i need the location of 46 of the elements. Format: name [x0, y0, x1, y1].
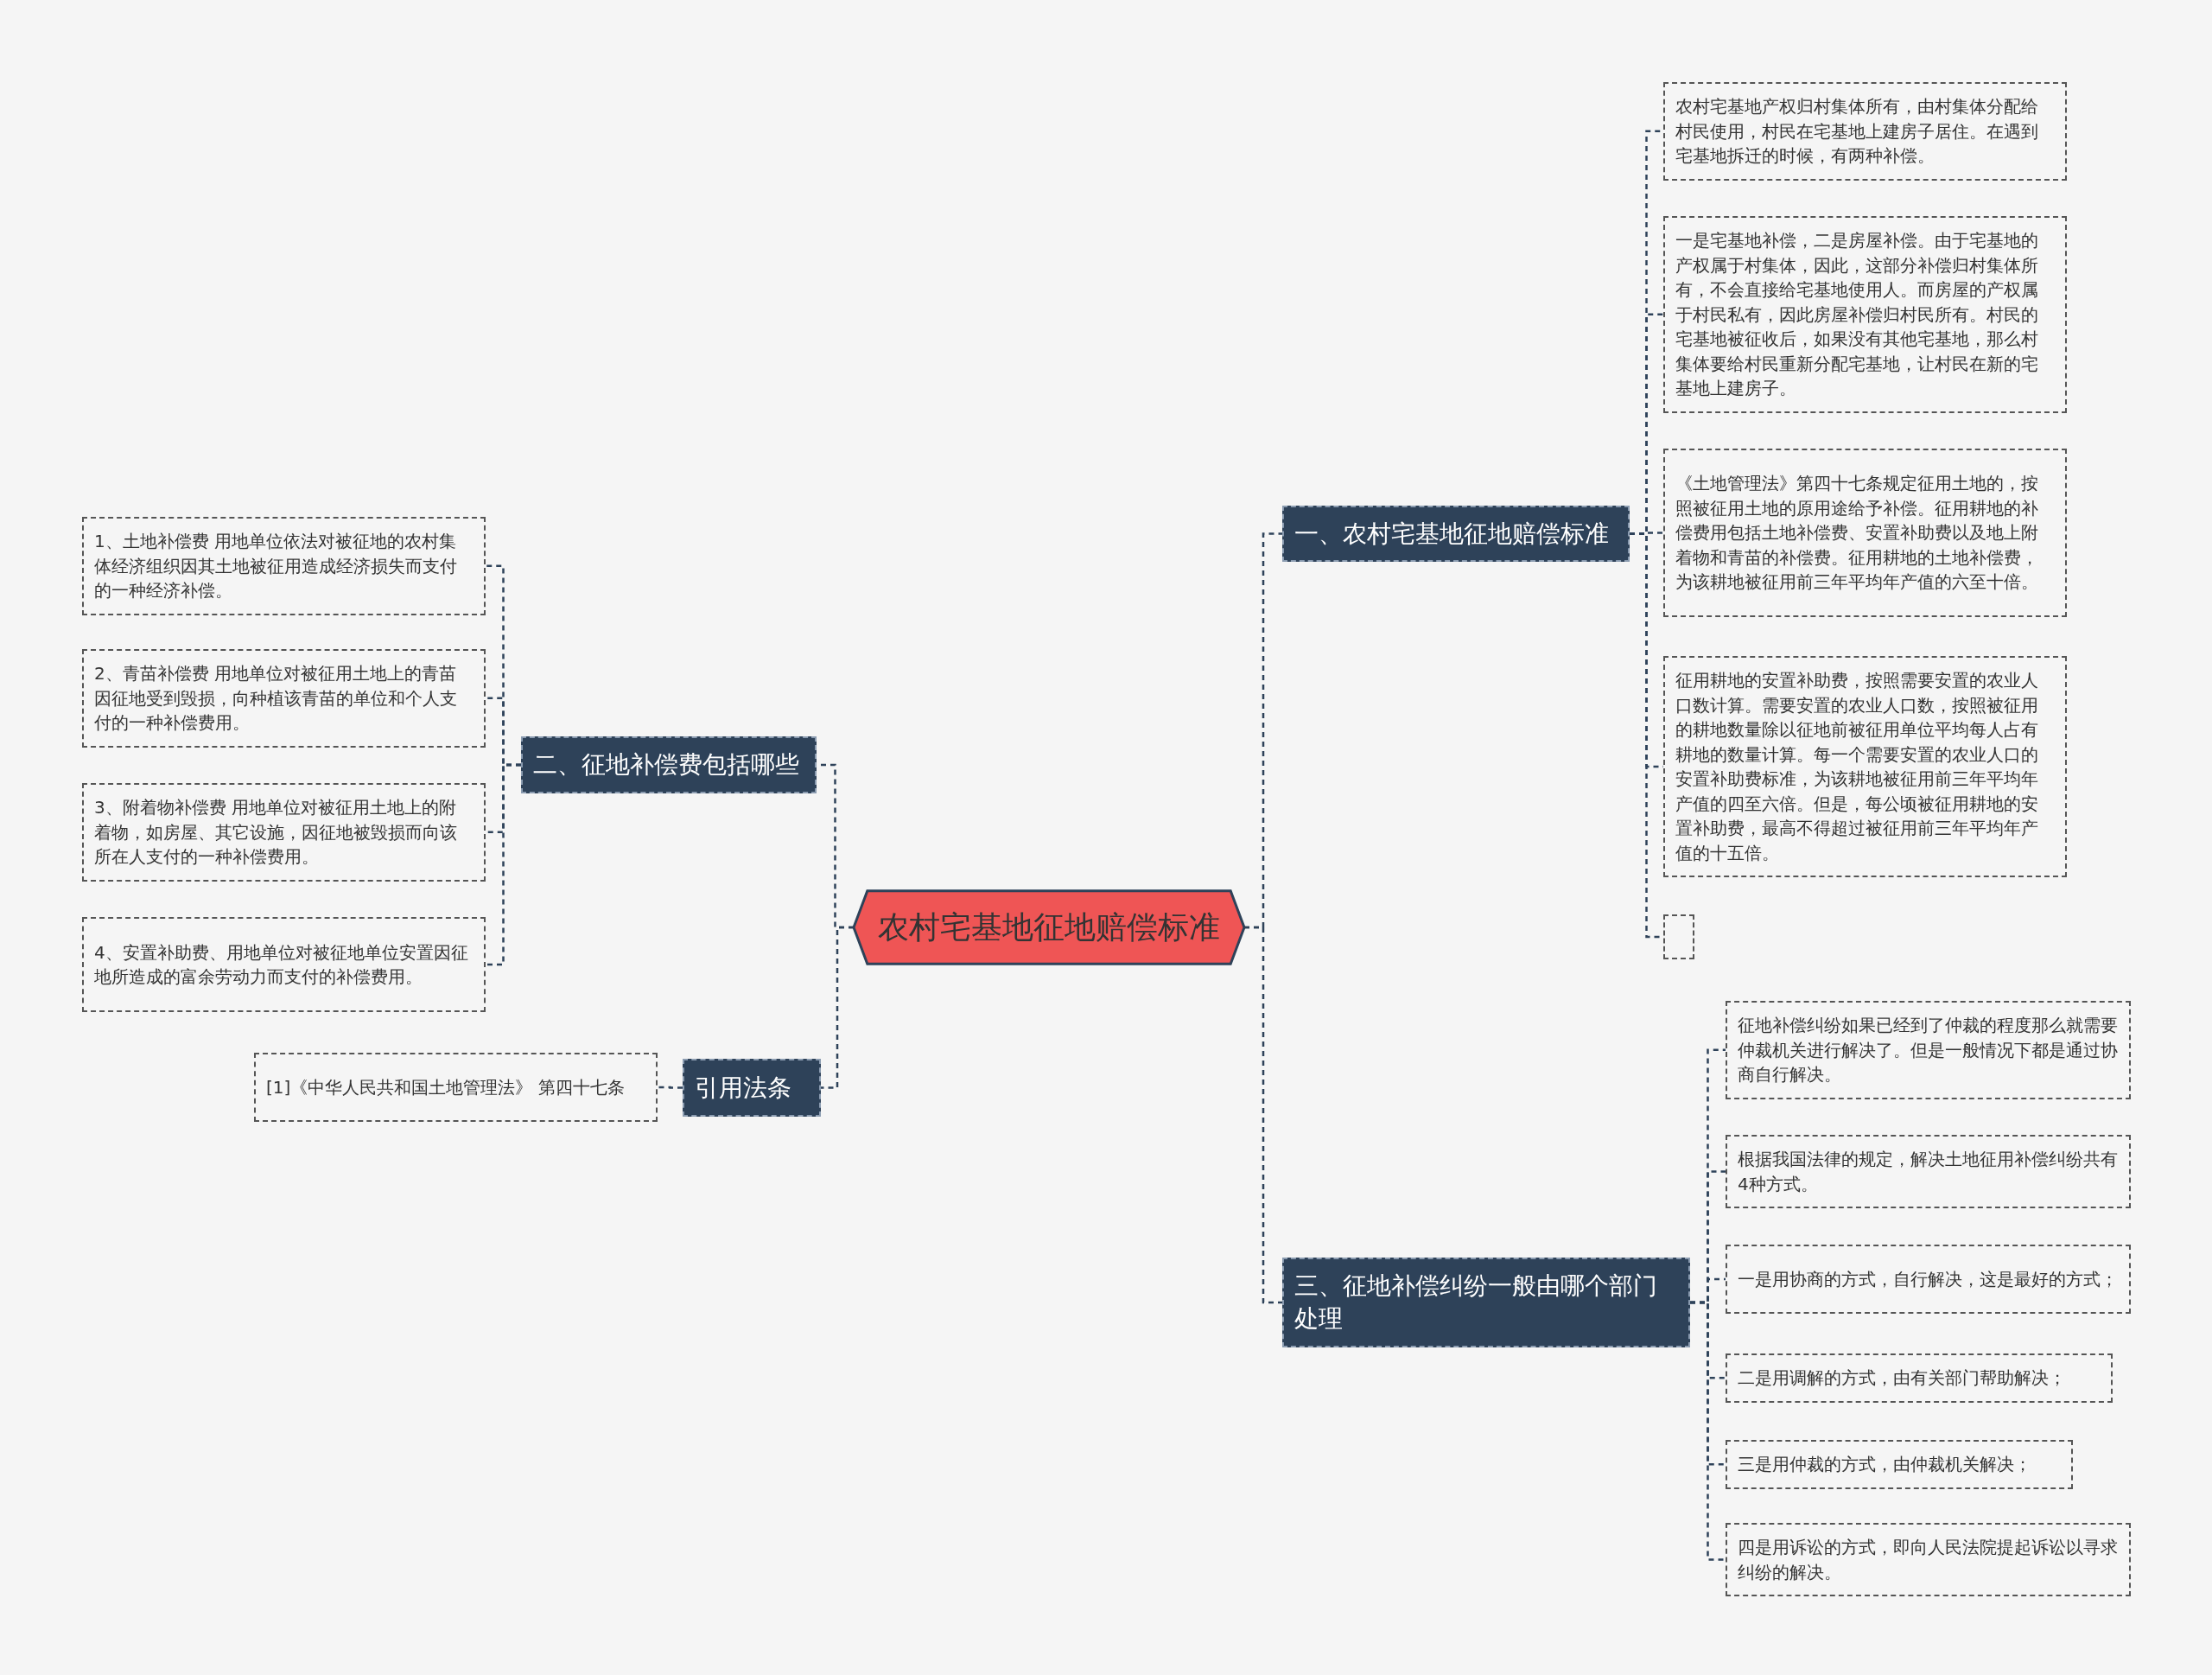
note-box	[254, 1053, 658, 1122]
branch-topic	[521, 736, 817, 793]
topic-text: 一是宅基地补偿，二是房屋补偿。由于宅基地的产权属于村集体，因此，这部分补偿归村集体所有，不会直接给宅基地使用人。而房屋的产权属于村民私有，因此房屋补偿归村民所有。村民的宅基地被征收后，如果没有其他宅基地，那么村集体要给村民重新分配宅基地，让村民在新的宅基地上建房子。	[1675, 229, 2039, 400]
topic-text: 1、土地补偿费 用地单位依法对被征地的农村集体经济组织因其土地被征用造成经济损失而支付的一种经济补偿。	[94, 530, 458, 602]
connector-line	[1244, 926, 1282, 1304]
topic-text: 根据我国法律的规定，解决土地征用补偿纠纷共有4种方式。	[1738, 1148, 2119, 1196]
note-box	[82, 783, 486, 882]
connector-line	[821, 926, 854, 1089]
note-box	[1663, 656, 2067, 877]
branch-topic	[683, 1059, 821, 1117]
topic-text: 征地补偿纠纷如果已经到了仲裁的程度那么就需要仲裁机关进行解决了。但是一般情况下都是通过协商自行解决。	[1738, 1014, 2119, 1086]
topic-text: [1]《中华人民共和国土地管理法》 第四十七条	[266, 1075, 626, 1099]
topic-text: 二是用调解的方式，由有关部门帮助解决；	[1738, 1366, 2067, 1390]
empty-box	[1663, 914, 1694, 959]
note-box	[1726, 1523, 2131, 1596]
topic-text: 三是用仲裁的方式，由仲裁机关解决；	[1738, 1453, 2032, 1476]
topic-text: 4、安置补助费、用地单位对被征地单位安置因征地所造成的富余劳动力而支付的补偿费用。	[94, 940, 469, 989]
topic-text: 农村宅基地征地赔偿标准	[878, 908, 1220, 946]
note-box	[1726, 1001, 2131, 1099]
note-box	[1726, 1135, 2131, 1208]
note-box	[1663, 82, 2067, 181]
topic-text: 3、附着物补偿费 用地单位对被征用土地上的附着物，如房屋、其它设施，因征地被毁损而向该所在人支付的一种补偿费用。	[94, 796, 458, 869]
connector-line	[658, 1086, 683, 1089]
branch-topic	[1282, 1258, 1690, 1347]
topic-text: 农村宅基地产权归村集体所有，由村集体分配给村民使用，村民在宅基地上建房子居住。在遇到宅基地拆迁的时候，有两种补偿。	[1675, 95, 2039, 168]
topic-text: 四是用诉讼的方式，即向人民法院提起诉讼以寻求纠纷的解决。	[1738, 1536, 2119, 1584]
note-box	[82, 917, 486, 1012]
root-topic	[854, 889, 1244, 965]
note-box	[1663, 449, 2067, 617]
note-box	[1726, 1353, 2113, 1403]
note-box	[82, 517, 486, 615]
note-box	[1726, 1245, 2131, 1314]
topic-text: 2、青苗补偿费 用地单位对被征用土地上的青苗因征地受到毁损，向种植该青苗的单位和个人支付的一种补偿费用。	[94, 662, 458, 735]
topic-text: 征用耕地的安置补助费，按照需要安置的农业人口数计算。需要安置的农业人口数，按照被征用的耕地数量除以征地前被征用单位平均每人占有耕地的数量计算。每一个需要安置的农业人口的安置补助费标准，为该耕地被征用前三年平均年产值的四至六倍。但是，每公顷被征用耕地的安置补助费，最高不得超过被征用前三年平均年产值的十五倍。	[1675, 669, 2039, 865]
topic-text: 一、农村宅基地征地赔偿标准	[1294, 518, 1610, 550]
note-box	[82, 649, 486, 748]
topic-text: 《土地管理法》第四十七条规定征用土地的，按照被征用土地的原用途给予补偿。征用耕地的补偿费用包括土地补偿费、安置补助费以及地上附着物和青苗的补偿费。征用耕地的土地补偿费，为该耕地被征用前三年平均年产值的六至十倍。	[1675, 472, 2039, 595]
note-box	[1726, 1440, 2073, 1489]
branch-topic	[1282, 506, 1630, 562]
connector-line	[486, 763, 521, 966]
topic-text: 三、征地补偿纠纷一般由哪个部门处理	[1294, 1271, 1658, 1334]
note-box	[1663, 216, 2067, 413]
topic-text: 一是用协商的方式，自行解决，这是最好的方式；	[1738, 1267, 2119, 1291]
connector-line	[1690, 1301, 1726, 1561]
topic-text: 引用法条	[695, 1072, 792, 1104]
topic-text: 二、征地补偿费包括哪些	[533, 749, 800, 780]
